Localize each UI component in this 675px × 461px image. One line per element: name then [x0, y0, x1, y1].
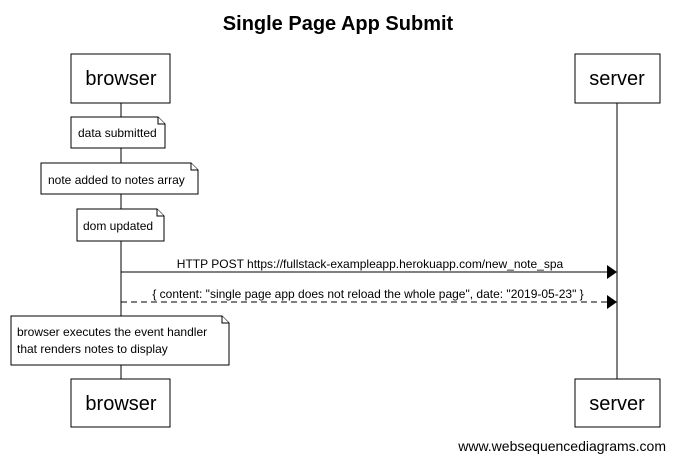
message-response-label: { content: "single page app does not rel… [152, 287, 583, 301]
note-event-handler: browser executes the event handler that … [10, 315, 230, 366]
actor-server-top: server [574, 53, 661, 104]
note-event-handler-line1: browser executes the event handler [17, 325, 207, 339]
actor-browser-top: browser [70, 53, 171, 104]
actor-browser-top-label: browser [85, 68, 156, 90]
note-data-submitted: data submitted [70, 116, 166, 149]
note-data-submitted-text: data submitted [78, 126, 157, 140]
actor-server-top-label: server [589, 68, 645, 90]
actor-server-bottom: server [574, 378, 661, 428]
message-response: { content: "single page app does not rel… [121, 287, 617, 309]
message-http-post: HTTP POST https://fullstack-exampleapp.h… [121, 257, 617, 279]
actor-browser-bottom: browser [70, 378, 171, 428]
note-added-to-array: note added to notes array [40, 162, 199, 195]
note-dom-updated: dom updated [76, 208, 165, 242]
diagram-title: Single Page App Submit [223, 13, 454, 35]
message-http-post-label: HTTP POST https://fullstack-exampleapp.h… [177, 257, 564, 271]
actor-browser-bottom-label: browser [85, 393, 156, 415]
note-dom-updated-text: dom updated [83, 219, 153, 233]
watermark: www.websequencediagrams.com [457, 438, 666, 454]
note-added-to-array-text: note added to notes array [48, 173, 185, 187]
actor-server-bottom-label: server [589, 393, 645, 415]
note-event-handler-line2: that renders notes to display [17, 342, 168, 356]
